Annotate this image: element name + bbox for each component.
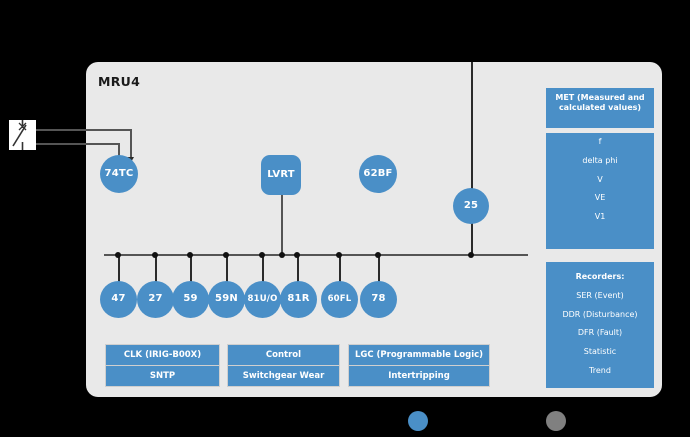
function-node-label: 74TC bbox=[104, 167, 134, 179]
function-node-label: LVRT bbox=[267, 168, 295, 180]
status-dot-gray[interactable] bbox=[546, 411, 566, 431]
bus-junction bbox=[375, 252, 381, 258]
function-node-label: 60FL bbox=[327, 294, 352, 305]
status-dot-blue[interactable] bbox=[408, 411, 428, 431]
met-panel-values[interactable]: f delta phi V VE V1 bbox=[546, 133, 654, 249]
main-bus-line bbox=[104, 254, 528, 256]
breaker-svg bbox=[12, 120, 27, 150]
function-node-59[interactable]: 59 bbox=[172, 281, 209, 318]
function-node-label: 59 bbox=[183, 293, 198, 305]
wire-bus-to-78 bbox=[378, 254, 380, 287]
bus-junction bbox=[115, 252, 121, 258]
function-node-label: 27 bbox=[148, 293, 163, 305]
bus-junction bbox=[294, 252, 300, 258]
met-panel-header[interactable]: MET (Measured and calculated values) bbox=[546, 88, 654, 128]
met-value-row: delta phi bbox=[582, 155, 618, 165]
function-node-25[interactable]: 25 bbox=[453, 188, 489, 224]
bus-junction bbox=[259, 252, 265, 258]
met-value-row: V bbox=[597, 174, 603, 184]
wire-bus-to-81r bbox=[297, 254, 299, 287]
function-node-59n[interactable]: 59N bbox=[208, 281, 245, 318]
function-node-label: 81U/O bbox=[247, 294, 278, 305]
met-value-row: V1 bbox=[594, 212, 606, 222]
function-node-81uo[interactable]: 81U/O bbox=[244, 281, 281, 318]
recorder-row: DDR (Disturbance) bbox=[562, 309, 638, 319]
bus-junction bbox=[468, 252, 474, 258]
function-node-27[interactable]: 27 bbox=[137, 281, 174, 318]
wire-bus-to-60fl bbox=[339, 254, 341, 287]
block-clock[interactable]: CLK (IRIG-B00X) SNTP bbox=[105, 344, 220, 387]
bus-junction bbox=[279, 252, 285, 258]
function-node-74tc[interactable]: 74TC bbox=[100, 155, 138, 193]
function-node-label: 62BF bbox=[363, 167, 393, 179]
block-control[interactable]: Control Switchgear Wear bbox=[227, 344, 340, 387]
function-node-60fl[interactable]: 60FL bbox=[321, 281, 358, 318]
met-value-row: VE bbox=[594, 193, 606, 203]
recorders-panel-title: Recorders: bbox=[575, 272, 625, 281]
recorder-row: Trend bbox=[589, 365, 611, 375]
block-control-bottom[interactable]: Switchgear Wear bbox=[227, 366, 340, 387]
recorder-row: Statistic bbox=[583, 347, 617, 357]
bus-junction bbox=[152, 252, 158, 258]
function-node-label: 81R bbox=[287, 293, 310, 305]
wire-bus-to-81uo bbox=[262, 254, 264, 287]
met-value-row: f bbox=[598, 137, 602, 146]
circuit-breaker-icon bbox=[9, 120, 36, 150]
wire-bus-to-27 bbox=[155, 254, 157, 287]
wire-breaker-to-74tc-upper bbox=[36, 129, 132, 131]
function-node-label: 59N bbox=[215, 293, 238, 305]
met-panel-title: MET (Measured and calculated values) bbox=[555, 93, 645, 112]
function-node-78[interactable]: 78 bbox=[360, 281, 397, 318]
function-node-62bf[interactable]: 62BF bbox=[359, 155, 397, 193]
block-logic[interactable]: LGC (Programmable Logic) Intertripping bbox=[348, 344, 490, 387]
function-node-label: 47 bbox=[111, 293, 126, 305]
bus-junction bbox=[336, 252, 342, 258]
recorders-panel[interactable]: Recorders: SER (Event) DDR (Disturbance)… bbox=[546, 262, 654, 388]
recorder-row: SER (Event) bbox=[576, 290, 624, 300]
wire-74tc-drop-upper bbox=[130, 129, 132, 161]
block-logic-top[interactable]: LGC (Programmable Logic) bbox=[348, 344, 490, 366]
block-logic-bottom[interactable]: Intertripping bbox=[348, 366, 490, 387]
block-control-top[interactable]: Control bbox=[227, 344, 340, 366]
function-node-label: 78 bbox=[371, 293, 386, 305]
function-node-label: 25 bbox=[463, 199, 479, 211]
wire-bus-to-59n bbox=[226, 254, 228, 287]
function-node-81r[interactable]: 81R bbox=[280, 281, 317, 318]
recorder-row: DFR (Fault) bbox=[577, 328, 623, 338]
block-clock-top[interactable]: CLK (IRIG-B00X) bbox=[105, 344, 220, 366]
wire-breaker-to-74tc-lower bbox=[36, 143, 120, 145]
wire-bus-to-47 bbox=[118, 254, 120, 287]
wire-bus-to-59 bbox=[190, 254, 192, 287]
page-title: MRU4 bbox=[98, 74, 141, 89]
function-node-lvrt[interactable]: LVRT bbox=[261, 155, 301, 195]
wire-top-to-node-25 bbox=[471, 62, 473, 255]
bus-junction bbox=[187, 252, 193, 258]
function-node-47[interactable]: 47 bbox=[100, 281, 137, 318]
bus-junction bbox=[223, 252, 229, 258]
wire-lvrt-to-bus bbox=[281, 195, 283, 255]
block-clock-bottom[interactable]: SNTP bbox=[105, 366, 220, 387]
